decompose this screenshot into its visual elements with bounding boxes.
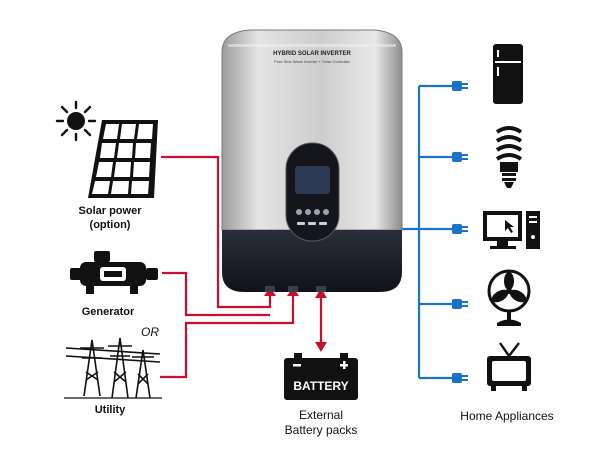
inverter-sub-text: Pure Sine Wave Inverter + Solar Controll… [274,59,350,64]
lcd-screen [295,166,330,194]
refrigerator-icon [493,44,523,104]
computer-icon [483,211,540,249]
generator-line [162,271,270,317]
solar-power-label: Solar power [78,205,142,217]
hybrid-inverter [221,29,403,292]
generator-label: Generator [81,306,135,318]
battery-caption-line1: External [298,408,344,422]
or-label: OR [141,325,159,339]
battery-icon [284,353,358,400]
battery-link [315,288,327,352]
fan-icon [487,269,531,326]
solar-panel-icon [88,120,158,198]
battery-caption-line2: Battery packs [284,423,358,437]
battery-plate-label: BATTERY [293,379,348,393]
ac-input-lines [160,155,295,379]
solar-line [161,155,272,309]
terminal-ports [265,286,326,292]
output-lines [400,84,452,380]
plug-icons [452,81,468,383]
status-leds [297,222,327,225]
tv-icon [487,342,531,391]
sun-icon [55,100,97,142]
bulb-icon [495,126,523,188]
home-appliances-label: Home Appliances [460,409,554,423]
control-buttons [296,209,329,215]
inverter-brand-text: HYBRID SOLAR INVERTER [273,51,351,57]
utility-tower-icon [64,337,162,399]
utility-label: Utility [94,404,126,416]
utility-line [160,294,295,379]
generator-icon [70,251,158,294]
solar-option-label: (option) [89,219,131,231]
